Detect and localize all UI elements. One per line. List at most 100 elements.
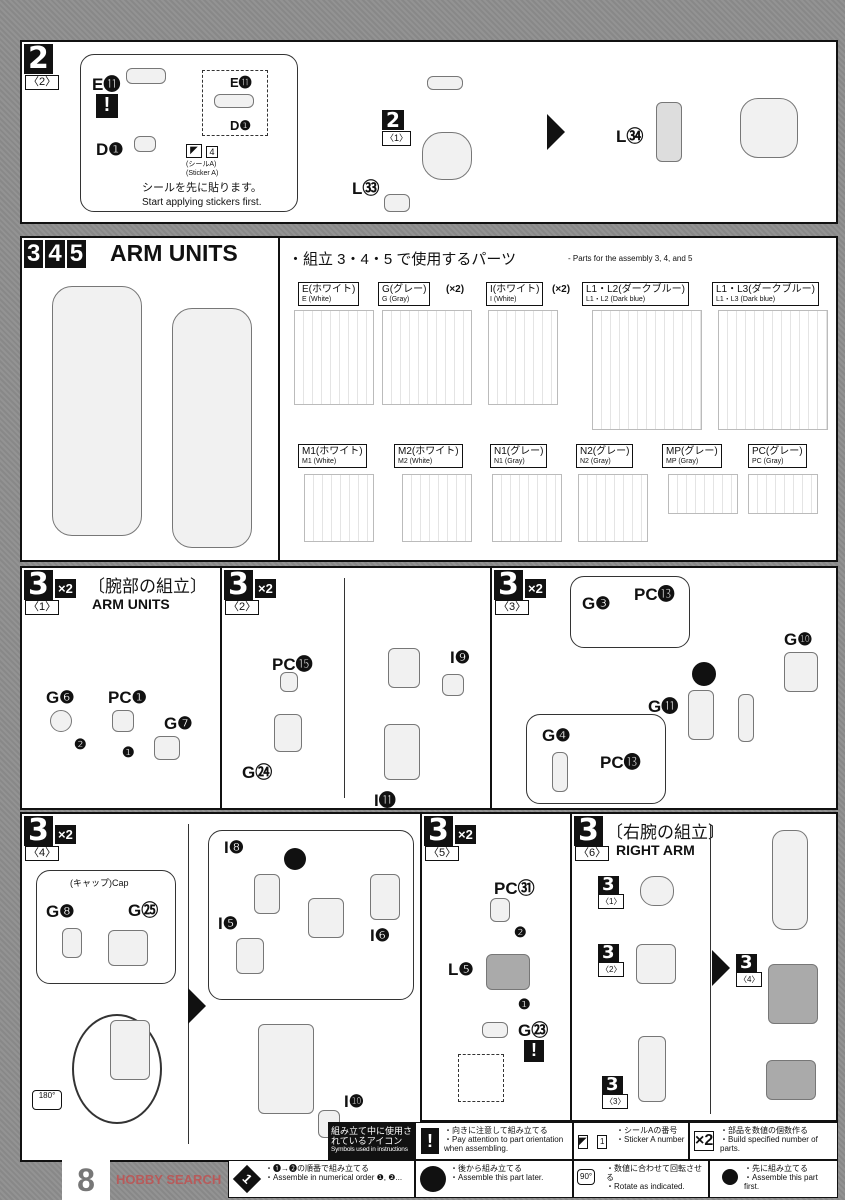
assemble-later-icon bbox=[420, 1166, 446, 1192]
runner-label-pc: PC(グレー)PC (Gray) bbox=[748, 444, 807, 468]
order-1: ❶ bbox=[122, 744, 135, 760]
legend-order: 1・❶→❷の順番で組み立てる・Assemble in numerical ord… bbox=[228, 1160, 415, 1198]
step-3-2-panel: 3 ×2 〈2〉 PC⓯ G㉔ I❾ I⓫ bbox=[220, 566, 492, 810]
caution-icon: ! bbox=[96, 94, 118, 118]
step-3-6-panel: 3 〈6〉 〔右腕の組立〕 RIGHT ARM 3 〈1〉 3 〈2〉 3 〈3… bbox=[570, 812, 838, 1122]
sub-step-sub: 〈4〉 bbox=[736, 972, 763, 987]
detail-callout bbox=[36, 870, 176, 984]
detail-callout bbox=[80, 54, 298, 212]
x2-badge: ×2 bbox=[254, 578, 277, 599]
divider bbox=[278, 238, 280, 562]
step-5: 5 bbox=[66, 240, 87, 268]
part-g10 bbox=[784, 652, 818, 692]
part-label: G❻ bbox=[46, 688, 75, 707]
part-label: G❹ bbox=[542, 726, 571, 745]
detail-box bbox=[458, 1054, 504, 1102]
part-i11 bbox=[384, 724, 420, 780]
runner-label-n1: N1(グレー)N1 (Gray) bbox=[490, 444, 548, 468]
detail-callout-bottom bbox=[526, 714, 666, 804]
legend-sticker: ◤1・シールAの番号・Sticker A number bbox=[573, 1122, 689, 1160]
sticker-label-jp: (シールA) bbox=[186, 161, 217, 168]
runner-label-g: G(グレー)G (Gray) bbox=[378, 282, 431, 306]
sub-step: 3 bbox=[736, 954, 757, 972]
parts-heading: ・組立 3・4・5 で使用するパーツ bbox=[288, 251, 517, 268]
assembly bbox=[308, 898, 344, 938]
part-label: I❽ bbox=[224, 838, 244, 857]
arm-illustration-right bbox=[172, 308, 252, 548]
part-label: G❿ bbox=[784, 630, 813, 649]
part-upper bbox=[640, 876, 674, 906]
caution-icon: ! bbox=[524, 1040, 544, 1062]
runner-label-l1l3: L1・L3(ダークブルー)L1・L3 (Dark blue) bbox=[712, 282, 819, 306]
part-i5 bbox=[236, 938, 264, 974]
legend-title: 組み立て中に使用されているアイコン Symbols used in instru… bbox=[328, 1122, 415, 1160]
qty: (×2) bbox=[552, 284, 571, 295]
next-arrow bbox=[188, 988, 206, 1024]
step-number: 3 bbox=[24, 816, 53, 846]
runner-i bbox=[488, 310, 558, 405]
step-sub: 〈5〉 bbox=[425, 846, 460, 861]
arm-units-panel: 3 4 5 ARM UNITS ・組立 3・4・5 で使用するパーツ - Par… bbox=[20, 236, 838, 562]
runner-n2 bbox=[578, 474, 648, 542]
part-label: G㉓ bbox=[518, 1021, 549, 1040]
part-label: I❿ bbox=[344, 1092, 364, 1111]
part-label: G⓫ bbox=[648, 697, 679, 716]
part-label: L㉝ bbox=[352, 179, 380, 198]
runner-m1 bbox=[304, 474, 374, 542]
runner-l1l2 bbox=[592, 310, 702, 430]
rotate-icon: 90° bbox=[577, 1169, 596, 1185]
rotate-icon: 180° bbox=[32, 1090, 62, 1110]
runner-label-n2: N2(グレー)N2 (Gray) bbox=[576, 444, 634, 468]
part-g24 bbox=[274, 714, 302, 752]
arm-illustration-left bbox=[52, 286, 142, 536]
runner-label-m1: M1(ホワイト)M1 (White) bbox=[298, 444, 367, 468]
sub-step: 3 bbox=[602, 1076, 623, 1094]
sticker-number: 4 bbox=[206, 146, 218, 158]
runner-label-l1l2: L1・L2(ダークブルー)L1・L2 (Dark blue) bbox=[582, 282, 689, 306]
arm-mid bbox=[768, 964, 818, 1024]
assembly bbox=[110, 1020, 150, 1080]
part-g11 bbox=[688, 690, 714, 740]
part-label: E⓫ bbox=[230, 75, 252, 90]
next-arrow bbox=[547, 114, 565, 150]
part-l33 bbox=[384, 194, 410, 212]
arm-base bbox=[766, 1060, 816, 1100]
part-pc15 bbox=[280, 672, 298, 692]
cap-label: (キャップ)Cap bbox=[70, 878, 129, 888]
step-4: 4 bbox=[45, 240, 65, 268]
part-label: I❺ bbox=[218, 914, 238, 933]
runner-g bbox=[382, 310, 472, 405]
x2-badge: ×2 bbox=[454, 824, 477, 845]
step-sub: 〈2〉 bbox=[225, 600, 260, 615]
part-label: L❺ bbox=[448, 960, 474, 979]
x2-badge: ×2 bbox=[524, 578, 547, 599]
section-title: ARM UNITS bbox=[110, 240, 238, 266]
legend-multiply: ×2・部品を数値の個数作る・Build specified number of … bbox=[689, 1122, 838, 1160]
step-3-5-panel: 3 ×2 〈5〉 PC㉛ ❷ L❺ ❶ G㉓ ! bbox=[420, 812, 572, 1122]
head-assembled bbox=[740, 98, 798, 158]
part-pc31 bbox=[490, 898, 510, 922]
part-label: PC⓭ bbox=[600, 753, 641, 772]
part-l34 bbox=[656, 102, 682, 162]
assembly bbox=[388, 648, 420, 688]
runner-e bbox=[294, 310, 374, 405]
part-e11-detail bbox=[214, 94, 254, 108]
legend-first: ・先に組み立てる・Assemble this part first. bbox=[709, 1160, 838, 1198]
rotation-arc bbox=[72, 1014, 162, 1124]
legend-later: ・後から組み立てる・Assemble this part later. bbox=[415, 1160, 573, 1198]
runner-label-i: I(ホワイト)I (White) bbox=[486, 282, 544, 306]
divider bbox=[344, 578, 345, 798]
watermark: HOBBY SEARCH bbox=[116, 1172, 222, 1187]
runner-n1 bbox=[492, 474, 562, 542]
part-label: I❾ bbox=[450, 648, 470, 667]
part-g4 bbox=[552, 752, 568, 792]
sub-step-number: 2 bbox=[382, 110, 404, 130]
x2-badge: ×2 bbox=[54, 578, 77, 599]
order-icon: 1 bbox=[232, 1164, 262, 1194]
step-sub: 〈1〉 bbox=[25, 600, 60, 615]
part-label: PC❶ bbox=[108, 688, 147, 707]
note-jp: シールを先に貼ります。 bbox=[142, 182, 262, 194]
runner-mp bbox=[668, 474, 738, 514]
part-label: PC⓭ bbox=[634, 585, 675, 604]
note-en: Start applying stickers first. bbox=[142, 197, 262, 208]
